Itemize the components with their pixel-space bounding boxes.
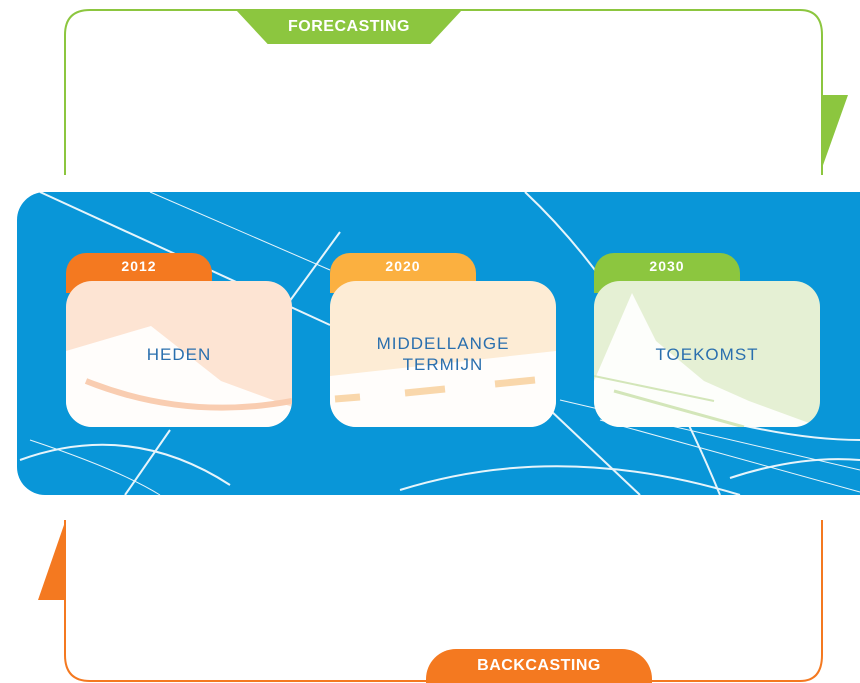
stage-label-line: TOEKOMST (655, 344, 759, 364)
stage-card-toekomst: TOEKOMST (594, 281, 820, 427)
card-decoration (594, 293, 820, 427)
forecasting-loop (64, 9, 823, 175)
forecasting-arrowhead (822, 95, 848, 168)
year-label: 2020 (385, 258, 421, 274)
stage-card-heden: HEDEN (66, 281, 292, 427)
stage-label: TOEKOMST (655, 344, 758, 365)
backcasting-tag: BACKCASTING (426, 649, 652, 683)
stage-label-line: TERMIJN (402, 355, 484, 374)
year-label: 2012 (121, 258, 157, 274)
backcasting-arrowhead (38, 522, 65, 600)
stage-label: MIDDELLANGE TERMIJN (377, 333, 510, 375)
forecasting-tag: FORECASTING (236, 10, 462, 44)
stage-card-middellange-termijn: MIDDELLANGE TERMIJN (330, 281, 556, 427)
card-decoration (66, 326, 292, 427)
stage-label-line: MIDDELLANGE (376, 334, 510, 353)
card-decoration (330, 351, 556, 427)
year-label: 2030 (649, 258, 685, 274)
stage-label: HEDEN (147, 344, 212, 365)
stage-label-line: HEDEN (146, 344, 212, 364)
